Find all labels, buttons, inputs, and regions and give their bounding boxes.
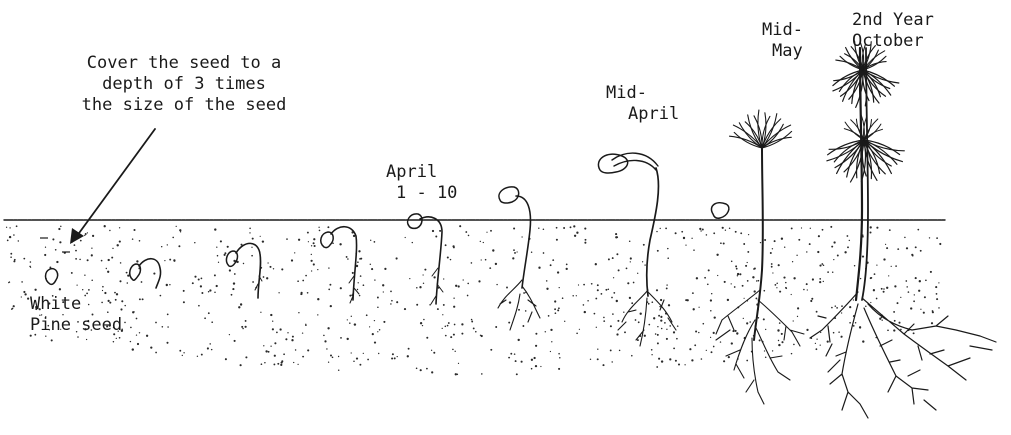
april-early-label: April 1 - 10 — [386, 162, 457, 204]
stage-mid-april — [598, 153, 676, 346]
stage-second-year — [810, 41, 996, 418]
soil-texture — [6, 225, 941, 375]
april-early-line-2: 1 - 10 — [386, 183, 457, 204]
second-year-line-2: October — [852, 31, 934, 52]
seed-label-line-1: White — [30, 294, 122, 315]
stage-hooked-seedling — [321, 227, 359, 303]
mid-may-line-2: May — [762, 41, 803, 62]
stage-germinating — [130, 259, 161, 288]
mid-april-line-2: April — [606, 104, 679, 125]
needle-whorl-middle — [827, 115, 904, 182]
instruction-line-2: depth of 3 times — [48, 74, 320, 95]
second-year-line-1: 2nd Year — [852, 10, 934, 31]
instruction-line-3: the size of the seed — [48, 95, 320, 116]
stage-emerged-seedling — [498, 187, 540, 330]
mid-april-line-1: Mid- — [606, 83, 679, 104]
instruction-label: Cover the seed to a depth of 3 times the… — [48, 53, 320, 116]
stage-emerging-root — [226, 243, 262, 298]
seed-label-line-2: Pine seed — [30, 315, 122, 336]
second-year-label: 2nd Year October — [852, 10, 934, 52]
instruction-arrow — [70, 129, 155, 244]
seed-label: White Pine seed — [30, 294, 122, 336]
april-early-line-1: April — [386, 162, 457, 183]
mid-april-label: Mid- April — [606, 83, 679, 125]
mid-may-line-1: Mid- — [762, 20, 803, 41]
shed-seed-coat — [711, 203, 728, 219]
stage-seed — [46, 269, 58, 285]
stage-april-early — [408, 214, 443, 304]
needle-whorl — [730, 110, 792, 148]
mid-may-label: Mid- May — [762, 20, 803, 62]
instruction-line-1: Cover the seed to a — [48, 53, 320, 74]
stage-mid-may — [716, 110, 804, 404]
